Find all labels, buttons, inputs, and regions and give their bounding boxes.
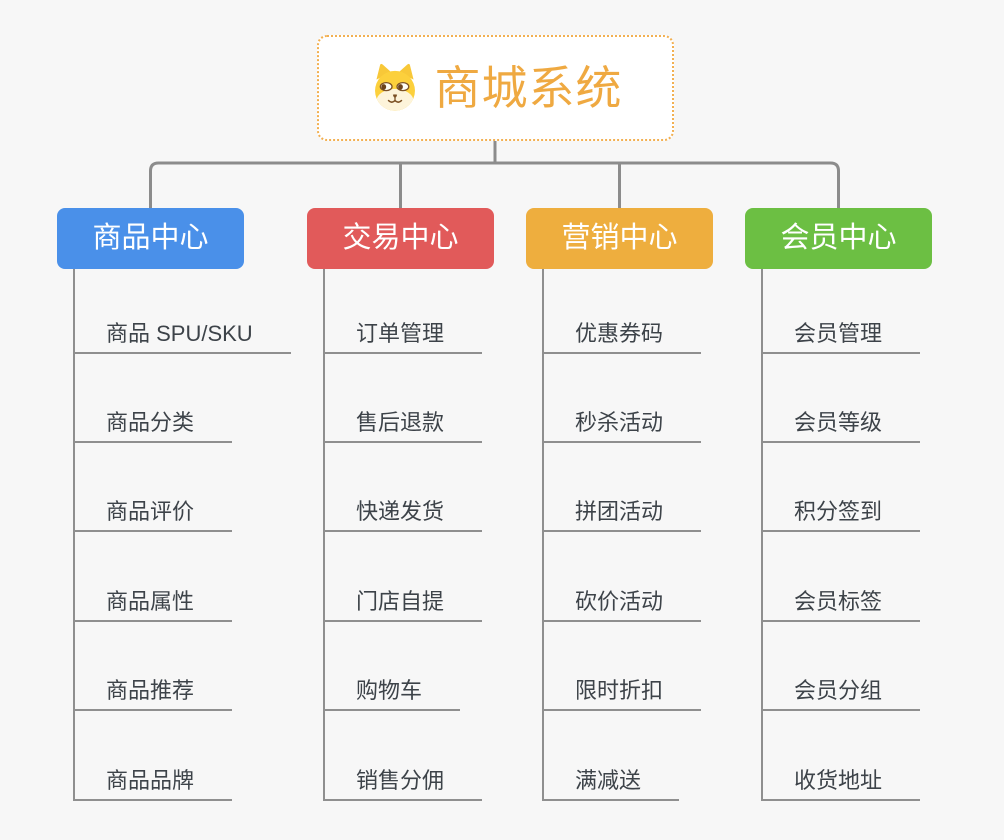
child-node[interactable]: 积分签到: [761, 498, 921, 532]
child-node[interactable]: 商品属性: [73, 588, 233, 622]
child-node[interactable]: 会员等级: [761, 409, 921, 443]
child-node[interactable]: 商品评价: [73, 498, 233, 532]
branch-node-member[interactable]: 会员中心: [745, 208, 932, 269]
branch-trunk-line: [323, 269, 325, 801]
child-node[interactable]: 会员分组: [761, 677, 921, 711]
child-node[interactable]: 限时折扣: [542, 677, 702, 711]
child-node[interactable]: 会员标签: [761, 588, 921, 622]
root-title: 商城系统: [434, 62, 623, 114]
branch-trunk-line: [761, 269, 763, 801]
branch-node-trade[interactable]: 交易中心: [307, 208, 494, 269]
branch-trunk-line: [73, 269, 75, 801]
child-node[interactable]: 商品 SPU/SKU: [73, 320, 291, 354]
child-node[interactable]: 优惠券码: [542, 320, 702, 354]
child-node[interactable]: 商品分类: [73, 409, 233, 443]
child-node[interactable]: 秒杀活动: [542, 409, 702, 443]
branch-marketing: 营销中心 优惠券码 秒杀活动 拼团活动 砍价活动 限时折扣 满减送: [526, 208, 713, 801]
branch-label: 交易中心: [342, 222, 459, 254]
child-node[interactable]: 售后退款: [323, 409, 483, 443]
branch-label: 商品中心: [92, 222, 209, 254]
child-node[interactable]: 购物车: [323, 677, 461, 711]
branch-rail-line: [149, 161, 840, 209]
child-node[interactable]: 收货地址: [761, 767, 921, 801]
child-node[interactable]: 商品品牌: [73, 767, 233, 801]
branch-node-goods[interactable]: 商品中心: [57, 208, 244, 269]
branch-label: 营销中心: [561, 222, 678, 254]
child-node[interactable]: 会员管理: [761, 320, 921, 354]
branch-label: 会员中心: [780, 222, 897, 254]
branch-trade: 交易中心 订单管理 售后退款 快递发货 门店自提 购物车 销售分佣: [307, 208, 494, 801]
child-node[interactable]: 订单管理: [323, 320, 483, 354]
branch-goods: 商品中心 商品 SPU/SKU 商品分类 商品评价 商品属性 商品推荐 商品品牌: [57, 208, 291, 801]
child-node[interactable]: 商品推荐: [73, 677, 233, 711]
branch-trunk-line: [542, 269, 544, 801]
child-node[interactable]: 砍价活动: [542, 588, 702, 622]
child-node[interactable]: 门店自提: [323, 588, 483, 622]
child-node[interactable]: 销售分佣: [323, 767, 483, 801]
child-node[interactable]: 快递发货: [323, 498, 483, 532]
branch-member: 会员中心 会员管理 会员等级 积分签到 会员标签 会员分组 收货地址: [745, 208, 932, 801]
child-node[interactable]: 满减送: [542, 767, 680, 801]
dog-face-icon: [374, 63, 415, 111]
root-node[interactable]: 商城系统: [317, 35, 674, 141]
child-node[interactable]: 拼团活动: [542, 498, 702, 532]
branch-node-marketing[interactable]: 营销中心: [526, 208, 713, 269]
